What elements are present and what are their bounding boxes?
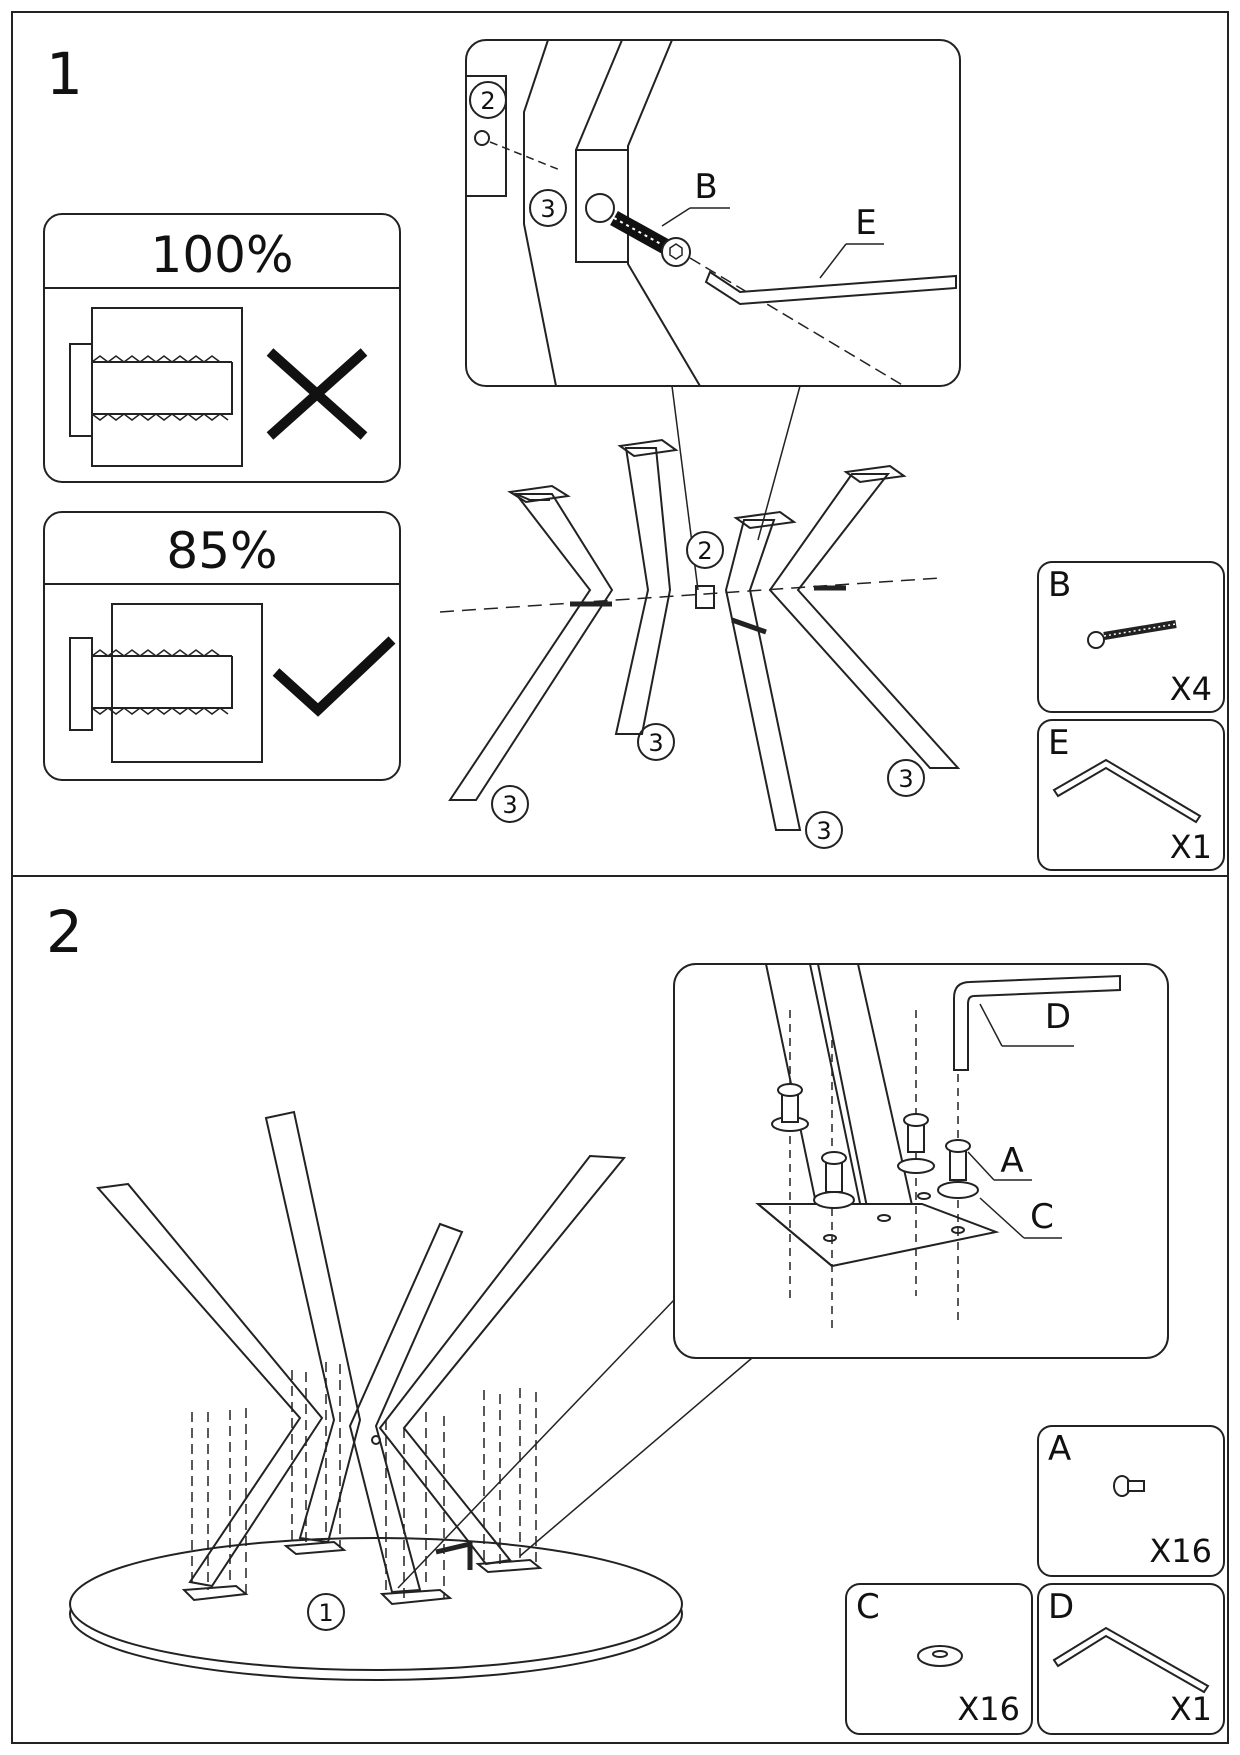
torque-percent: 85%	[166, 522, 277, 580]
part-letter: D	[1048, 1587, 1074, 1627]
callout-leg: 3	[502, 791, 517, 819]
part-quantity: X1	[1170, 1690, 1212, 1728]
step-number: 2	[46, 898, 83, 966]
washer-icon	[917, 1645, 963, 1667]
sheet-border	[11, 11, 1229, 1744]
leg-callouts	[491, 723, 925, 849]
plate	[91, 307, 243, 467]
torque-box-85: 85%	[43, 511, 401, 781]
step-2: 2 1	[46, 898, 1225, 1735]
callout-bolt: B	[694, 167, 717, 207]
part-quantity: X4	[1170, 670, 1212, 708]
part-quantity: X16	[957, 1690, 1020, 1728]
torque-percent: 100%	[151, 226, 294, 284]
part-letter: B	[1048, 565, 1071, 605]
callout-frame: 2	[697, 537, 712, 565]
part-box-c: C X16	[845, 1583, 1033, 1735]
table-top	[69, 1537, 683, 1681]
thread	[91, 355, 229, 421]
part-quantity: X1	[1170, 828, 1212, 866]
allen-key-icon	[1052, 758, 1202, 824]
detail-inset-screws: D A C	[673, 963, 1169, 1359]
part-box-e: E X1	[1037, 719, 1225, 871]
callout-key: D	[1045, 997, 1071, 1037]
callout-top: 1	[318, 1599, 333, 1627]
callout-leg: 3	[898, 765, 913, 793]
part-letter: A	[1048, 1429, 1071, 1469]
callout-leg: 3	[648, 729, 663, 757]
part-quantity: X16	[1149, 1532, 1212, 1570]
screw-icon	[1113, 1475, 1145, 1497]
callout-washer: C	[1030, 1197, 1054, 1237]
detail-inset-bolt: 2 3 B E	[465, 39, 961, 387]
allen-key-icon	[1052, 1626, 1210, 1694]
part-box-d: D X1	[1037, 1583, 1225, 1735]
callout-key: E	[855, 203, 876, 243]
part-letter: E	[1048, 723, 1069, 763]
callout-leg: 3	[540, 195, 555, 223]
allen-key-d	[953, 974, 1121, 1071]
leg-frame-exploded	[439, 438, 961, 831]
check-icon	[272, 636, 396, 717]
bolt-icon	[1087, 620, 1177, 649]
callout-screw: A	[1000, 1141, 1023, 1181]
thread	[91, 649, 229, 715]
step-1: 1 100% 85%	[43, 39, 1225, 871]
part-letter: C	[856, 1587, 880, 1627]
cross-icon	[266, 348, 368, 440]
bolt-head	[69, 343, 93, 437]
torque-box-100: 100%	[43, 213, 401, 483]
part-box-b: B X4	[1037, 561, 1225, 713]
plate	[111, 603, 263, 763]
screw-stack	[771, 1083, 979, 1209]
leg-frame-assembled	[96, 1110, 627, 1606]
callout-frame: 2	[480, 87, 495, 115]
bolt-head	[69, 637, 93, 731]
step-number: 1	[46, 40, 83, 108]
part-box-a: A X16	[1037, 1425, 1225, 1577]
callout-leg: 3	[816, 817, 831, 845]
